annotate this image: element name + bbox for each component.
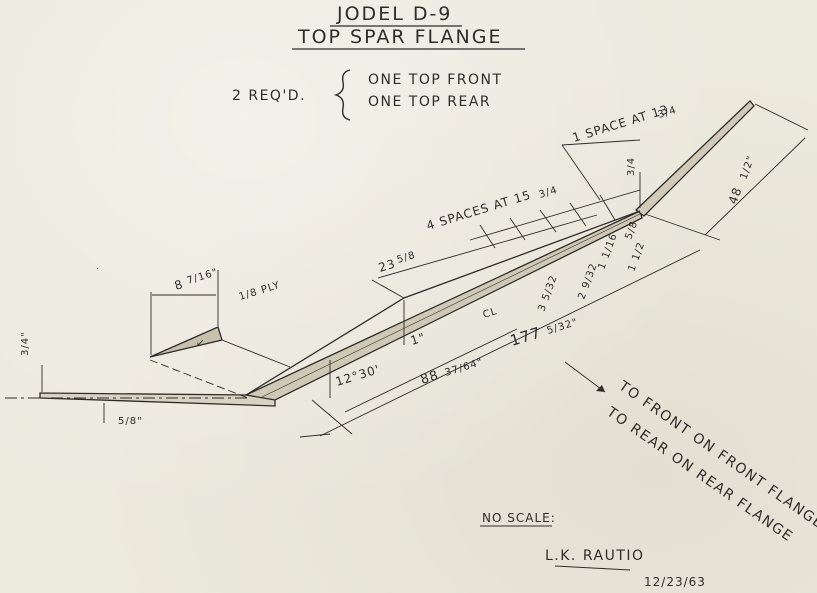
- req-item1: ONE TOP FRONT: [368, 72, 503, 88]
- dim-8-frac: 7/16": [186, 267, 220, 287]
- dim-88: 88: [419, 368, 441, 388]
- dim-8: 8: [173, 277, 185, 293]
- dim-space-13: 1 SPACE AT 13: [571, 102, 671, 145]
- author: L.K. RAUTIO: [545, 548, 645, 564]
- dim-spaces-15-frac: 3/4: [538, 185, 559, 201]
- brace: [333, 69, 351, 121]
- title-line2: TOP SPAR FLANGE: [297, 26, 503, 48]
- note-front: TO FRONT ON FRONT FLANGE: [615, 378, 817, 533]
- dim-5-8: 5/8": [118, 416, 143, 427]
- dim-3-4: 3/4": [20, 331, 31, 356]
- dim-2-9-32: 2 9/32: [576, 262, 599, 301]
- req-item2: ONE TOP REAR: [368, 94, 491, 110]
- ply-gusset: ↙: [149, 326, 223, 358]
- dim-177: 177: [508, 323, 544, 349]
- dim-1-1-2: 1 1/2: [626, 240, 647, 273]
- dim-48-frac: 1/2": [738, 154, 757, 181]
- svg-text:↙: ↙: [196, 338, 205, 349]
- dim-23-frac: 5/8: [396, 250, 417, 266]
- centerline-mark: CL: [482, 306, 499, 321]
- dim-ply: 1/8 PLY: [238, 280, 282, 303]
- dim-3-4-b: 3/4: [626, 157, 637, 176]
- spar-flange: [39, 100, 755, 407]
- dim-177-frac: 5/32": [546, 317, 580, 337]
- dim-88-frac: 37/64": [444, 357, 485, 379]
- speck: ·: [96, 264, 100, 275]
- dim-space-13-frac: 3/4: [657, 105, 678, 121]
- dim-23: 23: [377, 256, 398, 274]
- date: 12/23/63: [644, 575, 706, 589]
- author-underline: [554, 565, 631, 571]
- note-scale: NO SCALE:: [482, 511, 556, 525]
- title-line1: JODEL D-9: [336, 3, 452, 25]
- dimension-lines: [5, 103, 809, 438]
- dim-48: 48: [726, 185, 745, 206]
- dim-1: 1": [409, 330, 428, 348]
- dim-3-5-32: 3 5/32: [536, 274, 559, 313]
- note-rear: TO REAR ON REAR FLANGE: [603, 404, 796, 546]
- req-qty: 2 REQ'D.: [232, 88, 306, 104]
- arrow-head: [596, 385, 605, 392]
